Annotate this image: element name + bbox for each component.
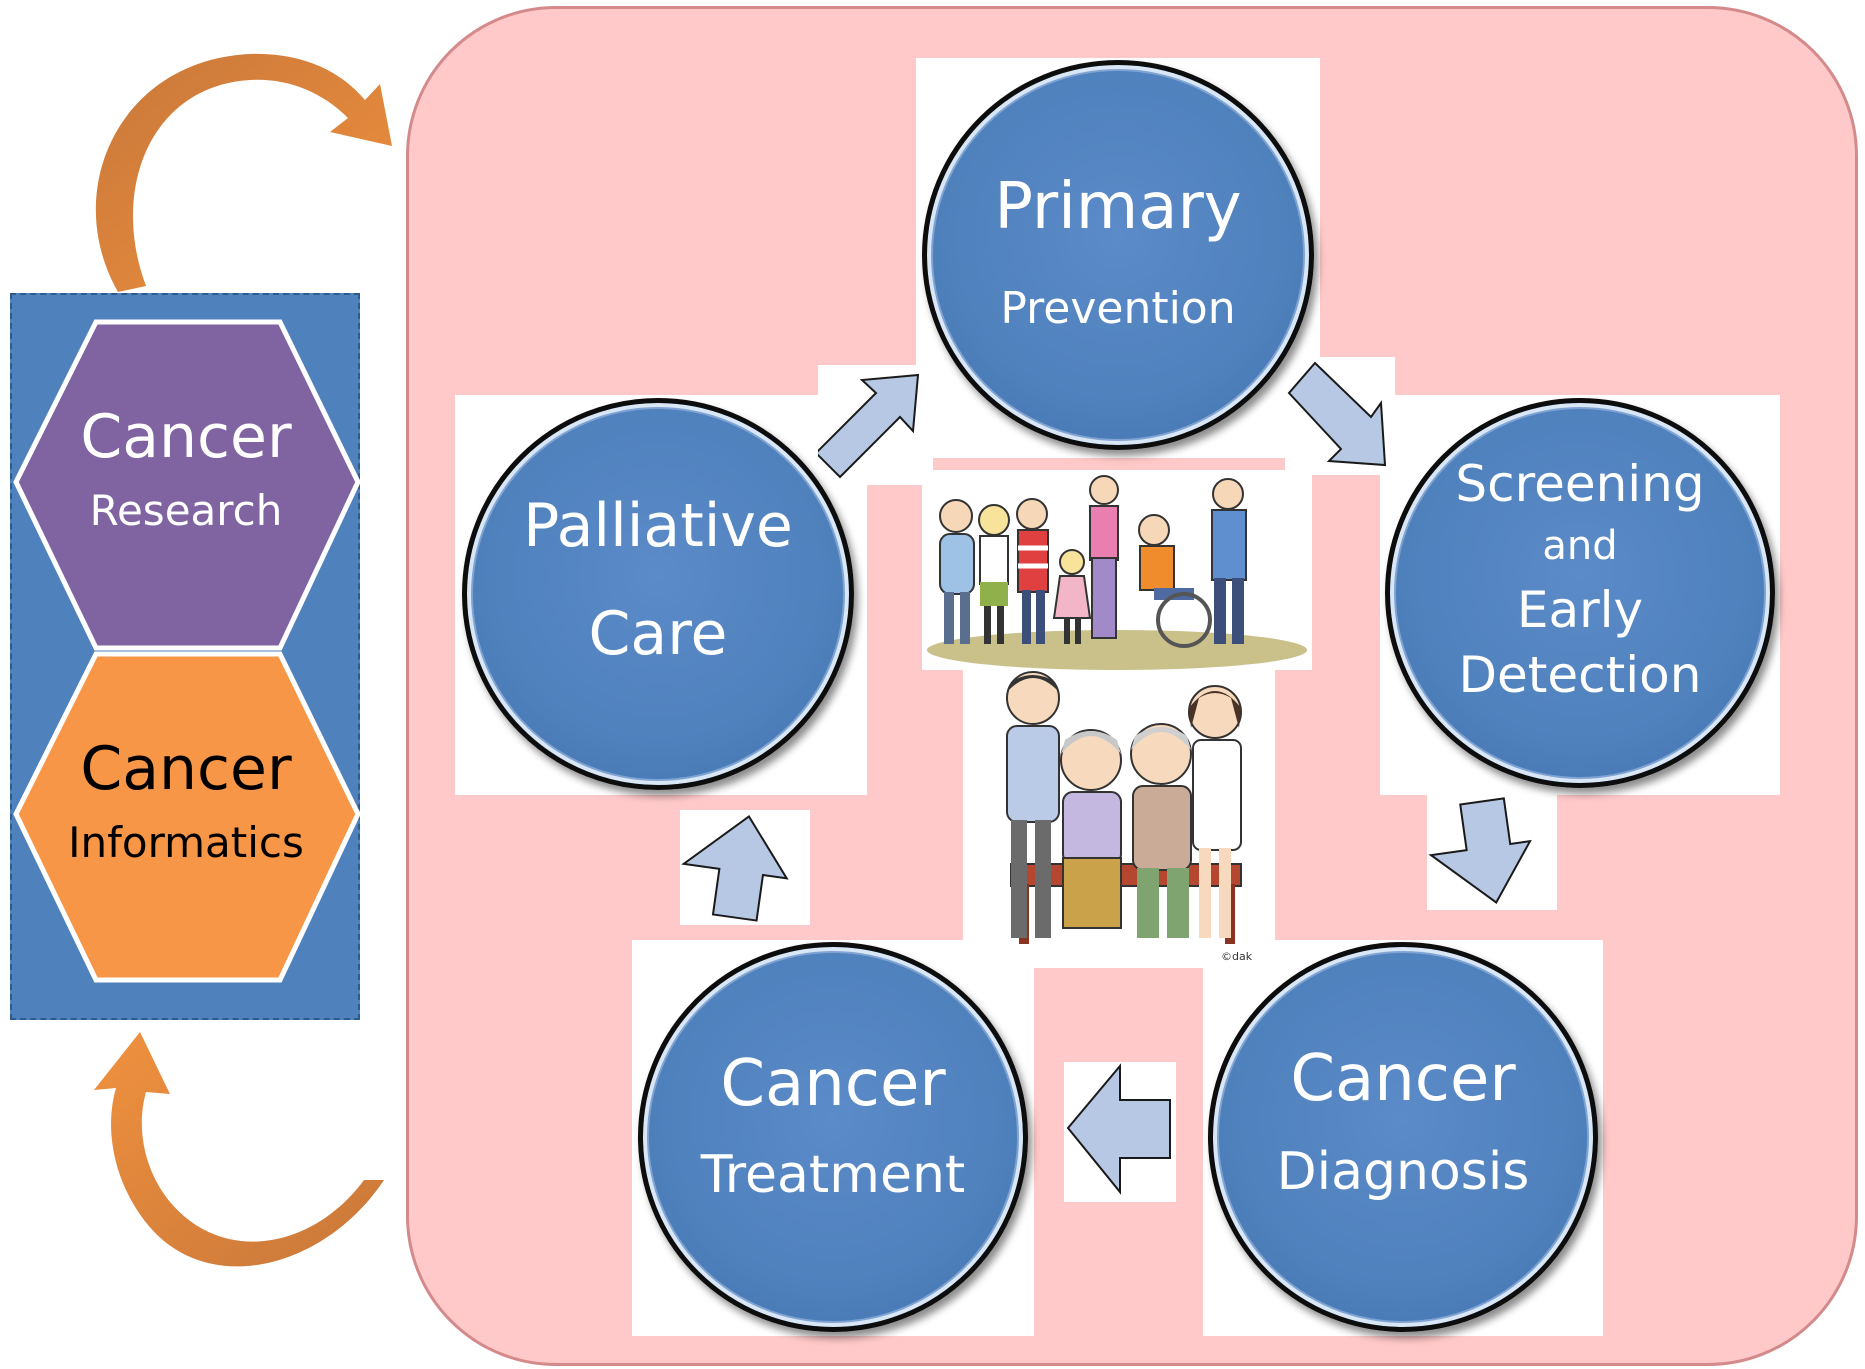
block-arrow-icon <box>1287 361 1387 467</box>
block-arrow-icon <box>818 373 920 479</box>
illustration-credit: ©dak <box>1221 950 1253 963</box>
research-title: Cancer <box>80 402 292 472</box>
stage-primary-prevention: Primary Prevention <box>922 60 1314 450</box>
stage-label: Palliative <box>523 491 793 561</box>
stage-label: Early <box>1516 581 1644 639</box>
stage-screening-early-detection: Screening and Early Detection <box>1385 398 1775 788</box>
informatics-subtitle: Informatics <box>68 818 304 867</box>
informatics-hexagon <box>13 651 360 983</box>
stage-cancer-treatment: Cancer Treatment <box>638 942 1028 1332</box>
block-arrow-icon <box>681 815 789 922</box>
curved-arrow-icon <box>95 53 393 292</box>
informatics-label-group: Cancer Informatics <box>12 650 360 984</box>
stage-label: Prevention <box>1000 283 1236 334</box>
research-hexagon <box>13 319 360 651</box>
research-label-group: Cancer Research <box>12 318 360 652</box>
stage-label: Primary <box>994 170 1242 244</box>
curved-arrow-icon <box>94 1032 384 1267</box>
stage-label: Cancer <box>720 1047 946 1121</box>
stage-label: Treatment <box>700 1145 966 1205</box>
stage-label: and <box>1542 523 1618 569</box>
stage-label: Cancer <box>1290 1042 1516 1116</box>
stage-label: Screening <box>1455 455 1705 513</box>
block-arrow-icon <box>1428 797 1532 904</box>
stage-cancer-diagnosis: Cancer Diagnosis <box>1208 942 1598 1332</box>
informatics-title: Cancer <box>80 734 292 804</box>
research-subtitle: Research <box>89 486 283 535</box>
elderly-group-icon: ©dak <box>1006 671 1253 963</box>
people-group-icon <box>927 475 1307 670</box>
stage-label: Care <box>588 599 728 669</box>
stage-palliative-care: Palliative Care <box>462 398 854 790</box>
stage-label: Diagnosis <box>1276 1142 1530 1202</box>
block-arrow-icon <box>1066 1063 1171 1195</box>
stage-label: Detection <box>1458 646 1702 704</box>
